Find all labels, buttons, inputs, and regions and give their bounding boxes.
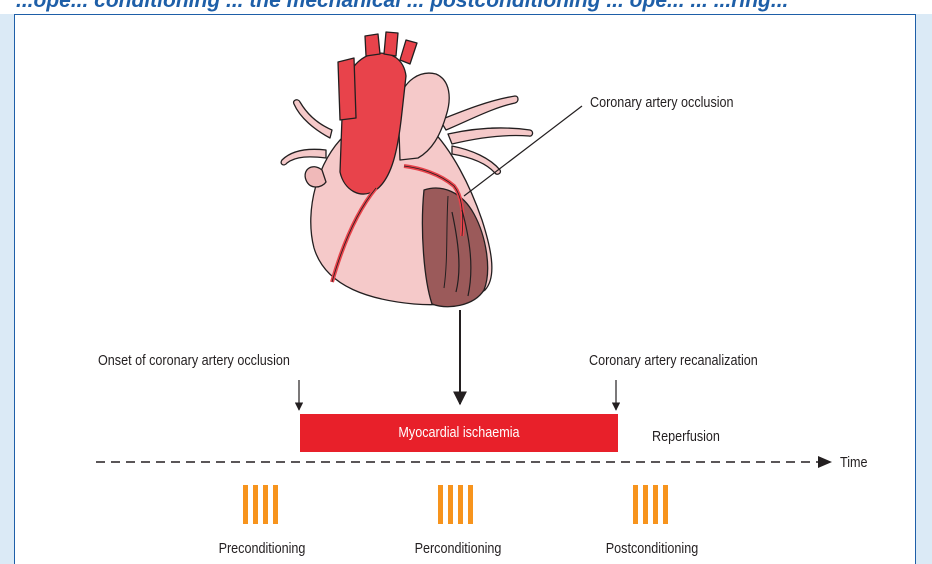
reperfusion-label: Reperfusion: [652, 428, 720, 445]
postconditioning-label: Postconditioning: [606, 540, 698, 557]
ischaemia-label: Myocardial ischaemia: [325, 424, 592, 441]
occlusion-label: Coronary artery occlusion: [590, 94, 734, 111]
perconditioning-label: Perconditioning: [415, 540, 502, 557]
time-axis-arrowhead: [818, 456, 832, 468]
occlusion-pointer-line: [464, 106, 582, 196]
time-label: Time: [840, 454, 868, 471]
postconditioning-bars: [633, 485, 668, 524]
recanalization-label: Coronary artery recanalization: [589, 352, 758, 369]
preconditioning-label: Preconditioning: [219, 540, 306, 557]
heart-illustration: [281, 32, 532, 307]
onset-label: Onset of coronary artery occlusion: [98, 352, 290, 369]
preconditioning-bars: [243, 485, 278, 524]
ischaemia-bar: Myocardial ischaemia: [300, 414, 618, 452]
perconditioning-bars: [438, 485, 473, 524]
